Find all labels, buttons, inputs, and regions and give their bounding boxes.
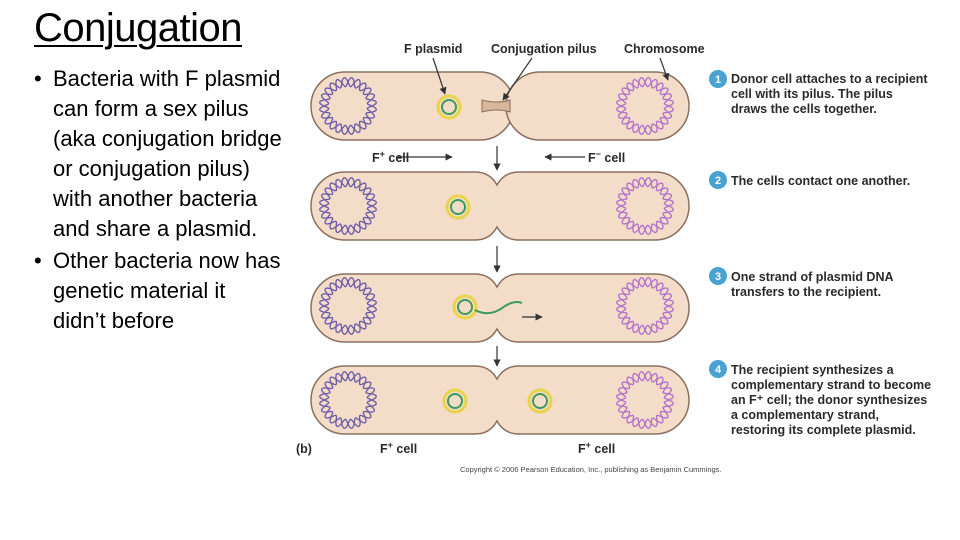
step-number: 3 bbox=[715, 271, 721, 283]
chromosome-pointer bbox=[659, 57, 670, 81]
slide-title: Conjugation bbox=[34, 6, 243, 50]
row-4-cells bbox=[310, 365, 690, 435]
chromosome-strand bbox=[615, 176, 675, 236]
chromosome-strand bbox=[318, 76, 378, 136]
step-3: 3 One strand of plasmid DNA transfers to… bbox=[709, 267, 897, 299]
step-text: The recipient synthesizes a complementar… bbox=[731, 363, 935, 437]
step-text: One strand of plasmid DNA transfers to t… bbox=[731, 270, 897, 299]
donor-cell bbox=[310, 365, 690, 435]
donor-cell bbox=[310, 171, 690, 241]
chromosome-label: Chromosome bbox=[624, 42, 705, 56]
chromosome-strand bbox=[318, 176, 378, 236]
bullet-list: Bacteria with F plasmid can form a sex p… bbox=[34, 64, 284, 338]
f-plasmid-label: F plasmid bbox=[404, 42, 462, 56]
conjugation-pilus-label: Conjugation pilus bbox=[491, 42, 597, 56]
step-badge bbox=[709, 267, 727, 285]
plasmid-row-4 bbox=[442, 388, 553, 414]
plasmid-row-2 bbox=[445, 194, 471, 220]
row-2-cells bbox=[310, 171, 690, 241]
step-1: 1 Donor cell attaches to a recipient cel… bbox=[709, 70, 931, 116]
f-plasmid-pointer bbox=[432, 57, 447, 95]
panel-label: (b) bbox=[296, 442, 312, 456]
recipient-cell bbox=[505, 71, 690, 141]
step-4: 4 The recipient synthesizes a complement… bbox=[709, 360, 935, 437]
pilus-pointer bbox=[502, 57, 533, 101]
chromosome-strand bbox=[615, 276, 675, 336]
chromosome-strand bbox=[615, 76, 675, 136]
row-1-cells bbox=[310, 71, 690, 141]
copyright-text: Copyright © 2006 Pearson Education, Inc.… bbox=[460, 465, 722, 474]
step-number: 4 bbox=[715, 364, 722, 376]
chromosome-strand bbox=[318, 276, 378, 336]
transferring-dna-strand bbox=[474, 301, 523, 315]
donor-cell bbox=[310, 71, 515, 141]
bullet-item: Other bacteria now has genetic material … bbox=[34, 246, 284, 336]
step-number: 1 bbox=[715, 74, 721, 86]
chromosome-strand bbox=[318, 370, 378, 430]
chromosomes bbox=[318, 76, 675, 430]
plasmid-row-3 bbox=[452, 294, 523, 320]
f-plus-cell-label: F+ cell bbox=[372, 149, 409, 165]
step-badge bbox=[709, 360, 727, 378]
step-text: The cells contact one another. bbox=[731, 174, 910, 188]
step-2: 2 The cells contact one another. bbox=[709, 171, 910, 189]
f-plus-bottom-left-label: F+ cell bbox=[380, 440, 417, 456]
step-text: Donor cell attaches to a recipient cell … bbox=[731, 72, 931, 116]
chromosome-strand bbox=[615, 370, 675, 430]
donor-cell bbox=[310, 273, 690, 343]
step-badge bbox=[709, 70, 727, 88]
step-badge bbox=[709, 171, 727, 189]
f-plus-bottom-right-label: F+ cell bbox=[578, 440, 615, 456]
step-number: 2 bbox=[715, 175, 721, 187]
conjugation-pilus-shape bbox=[481, 99, 511, 113]
row-3-cells bbox=[310, 273, 690, 343]
plasmid-row-1 bbox=[436, 94, 462, 120]
bullet-item: Bacteria with F plasmid can form a sex p… bbox=[34, 64, 284, 244]
f-minus-cell-label: F− cell bbox=[588, 149, 625, 165]
